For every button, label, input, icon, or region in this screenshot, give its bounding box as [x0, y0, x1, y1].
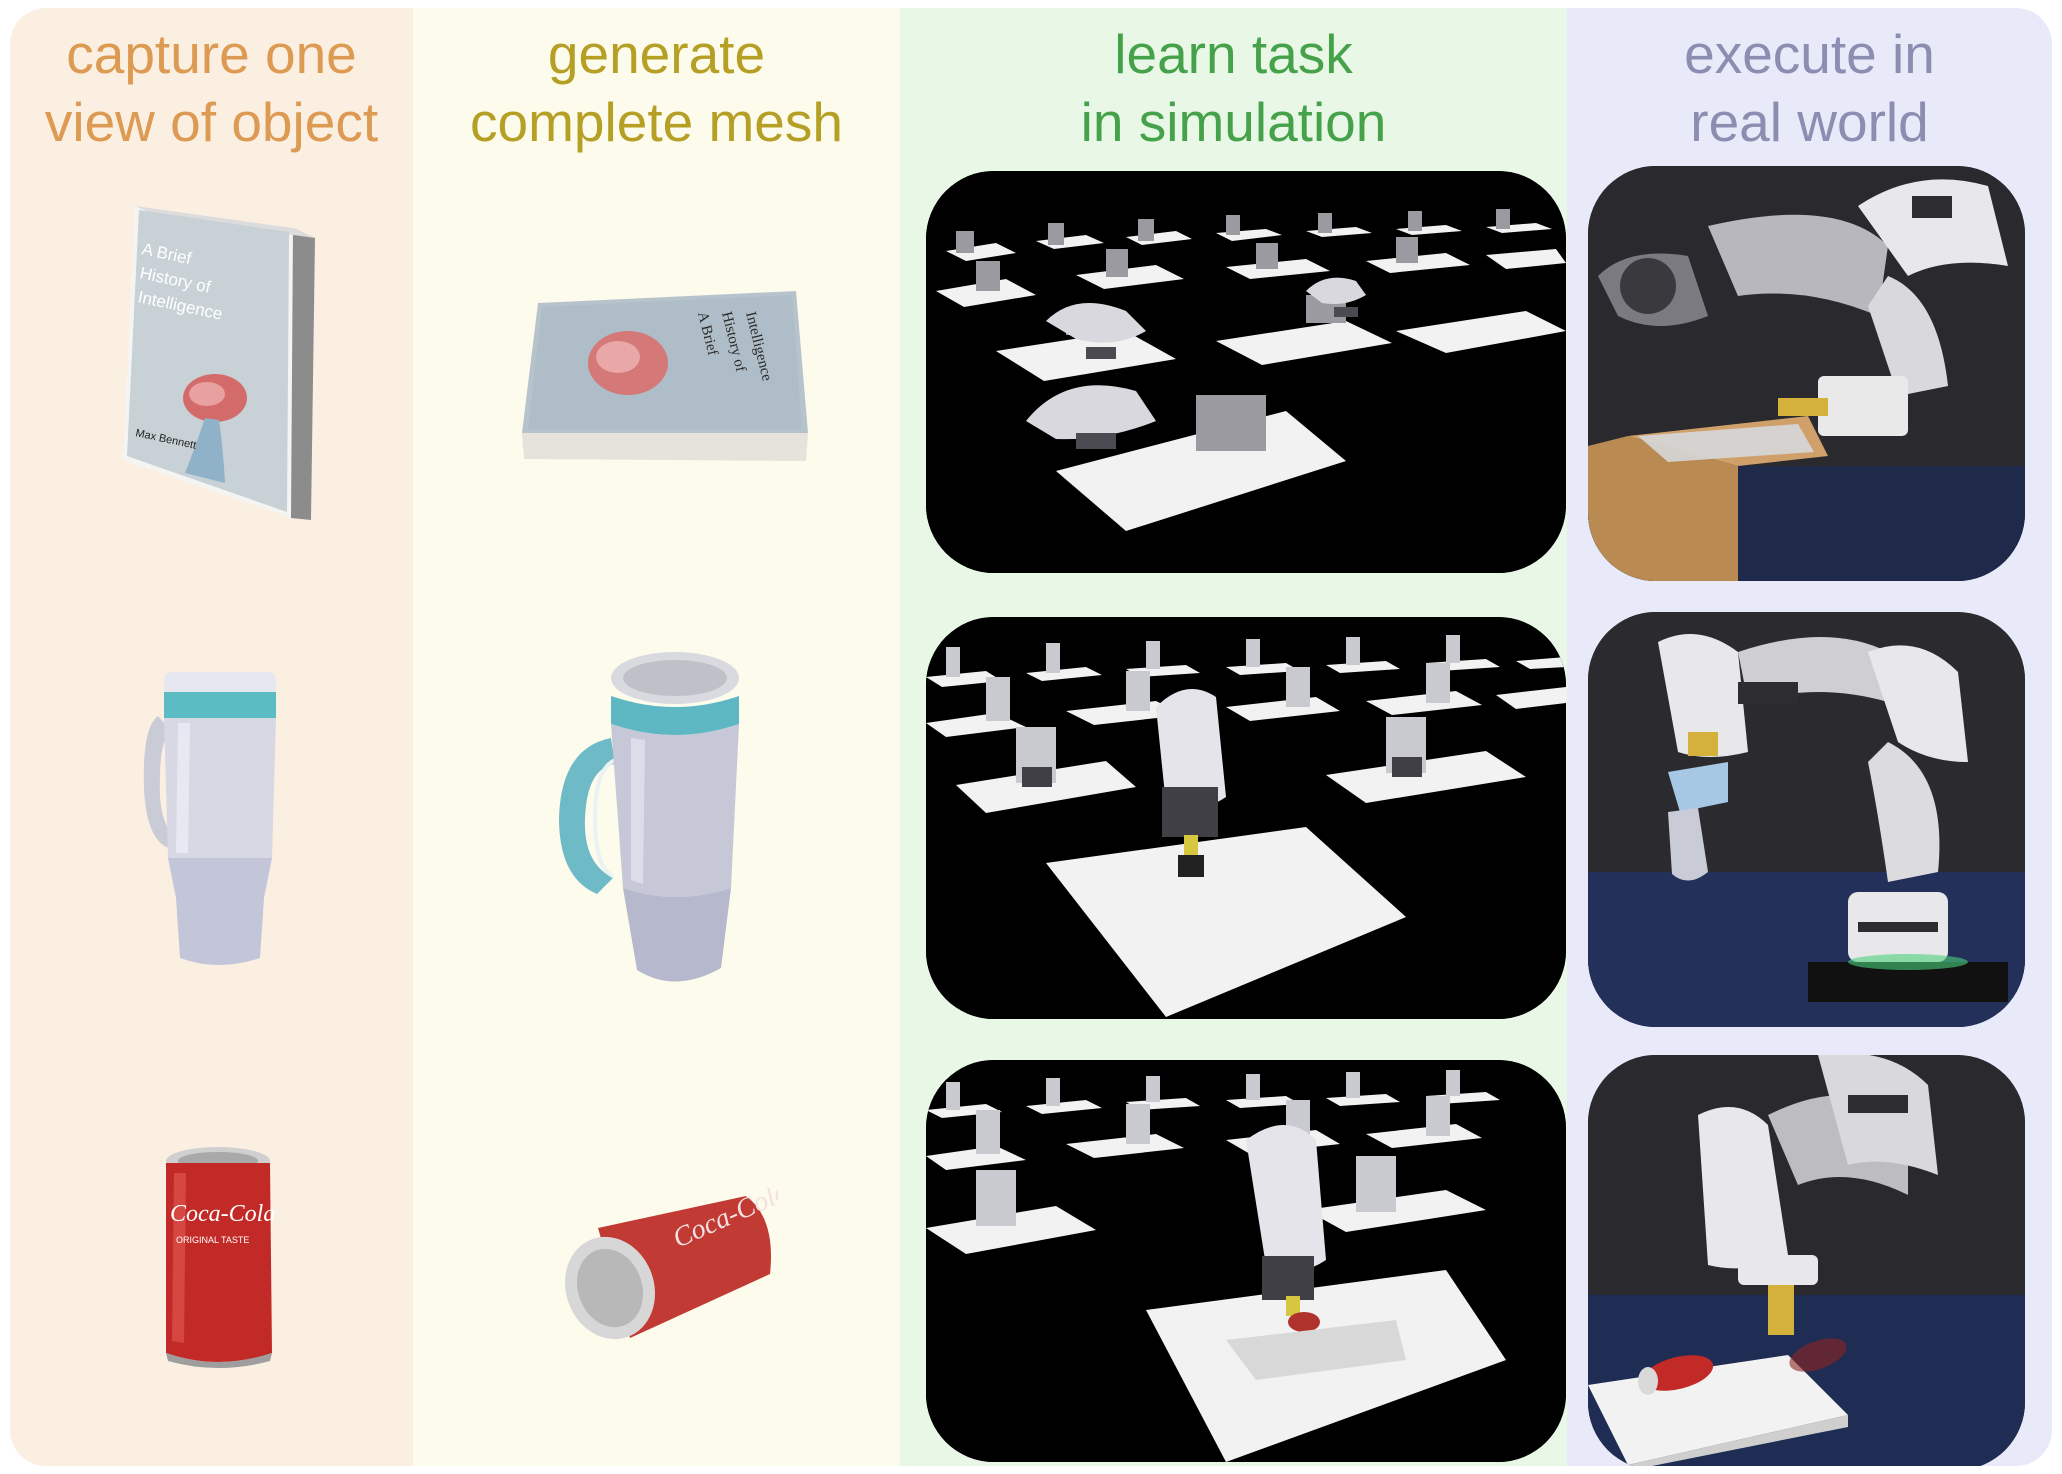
real-world-photo-tumbler: [1588, 612, 2025, 1027]
captured-soda-can-image: Coca-Cola ORIGINAL TASTE: [160, 1143, 280, 1373]
column-learn: learn task in simulation: [900, 8, 1567, 1466]
column-title-execute: execute in real world: [1567, 20, 2052, 156]
column-title-capture: capture one view of object: [10, 20, 413, 156]
simulation-tile-book: [926, 171, 1566, 573]
soda-can-mesh-image: Coca-Cola: [558, 1188, 778, 1348]
captured-tumbler-image: [138, 668, 298, 980]
tumbler-mesh-image: [553, 648, 753, 993]
column-capture: capture one view of object A Brief Histo…: [10, 8, 413, 1466]
book-mesh-image: A Brief History of Intelligence: [518, 283, 813, 468]
soda-can-brand: Coca-Cola: [170, 1201, 275, 1227]
column-execute: execute in real world: [1567, 8, 2052, 1466]
real-world-photo-soda-can: [1588, 1055, 2025, 1466]
column-title-generate: generate complete mesh: [413, 20, 900, 156]
column-title-learn: learn task in simulation: [900, 20, 1567, 156]
soda-can-subtext: ORIGINAL TASTE: [176, 1235, 249, 1245]
real-world-photo-book: [1588, 166, 2025, 581]
pipeline-figure: capture one view of object A Brief Histo…: [10, 8, 2052, 1466]
simulation-tile-soda-can: [926, 1060, 1566, 1462]
captured-book-image: A Brief History of Intelligence Max Benn…: [115, 198, 325, 523]
simulation-tile-tumbler: [926, 617, 1566, 1019]
column-generate: generate complete mesh A Brief History o…: [413, 8, 900, 1466]
